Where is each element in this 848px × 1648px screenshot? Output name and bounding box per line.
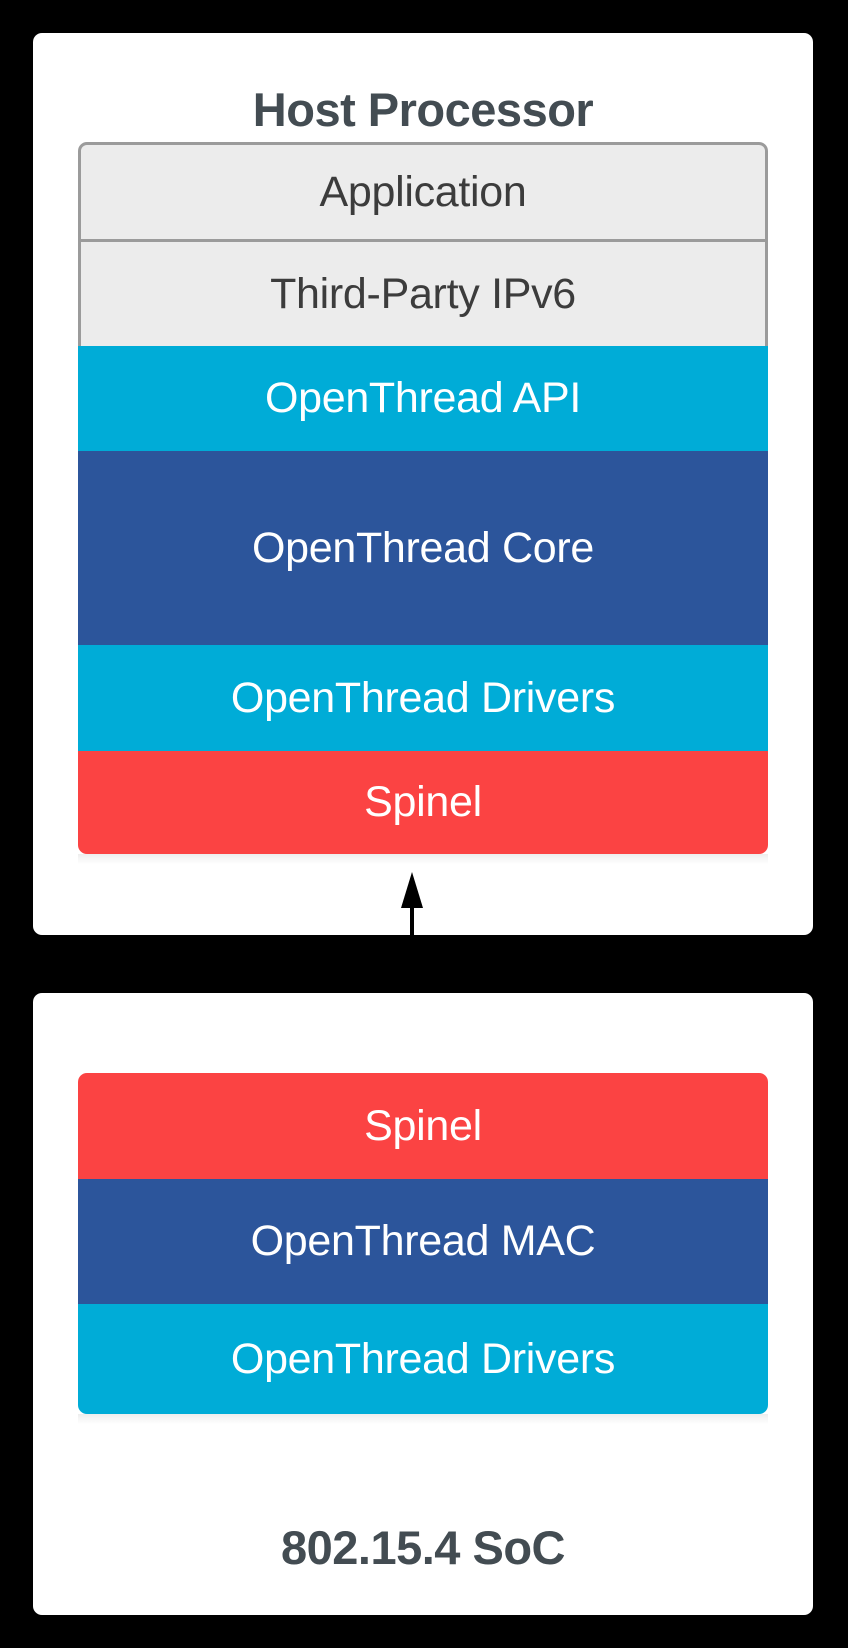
layer-third-party-ipv6: Third-Party IPv6 bbox=[78, 239, 768, 349]
host-layer-stack: Application Third-Party IPv6 OpenThread … bbox=[78, 142, 768, 864]
layer-spinel-host: Spinel bbox=[78, 751, 768, 864]
layer-openthread-mac: OpenThread MAC bbox=[78, 1179, 768, 1304]
soc-title: 802.15.4 SoC bbox=[280, 1521, 566, 1574]
layer-label: OpenThread Core bbox=[251, 523, 595, 572]
layer-openthread-api: OpenThread API bbox=[78, 346, 768, 451]
layer-label: Spinel bbox=[364, 778, 482, 826]
layer-label: OpenThread API bbox=[264, 374, 582, 422]
layer-label: OpenThread MAC bbox=[250, 1217, 596, 1265]
layer-openthread-core: OpenThread Core bbox=[78, 451, 768, 645]
layer-label: Application bbox=[319, 167, 527, 216]
layer-label: OpenThread Drivers bbox=[230, 1334, 616, 1383]
host-processor-panel: Host Processor Application Third-Party I… bbox=[33, 33, 813, 935]
layer-application: Application bbox=[78, 142, 768, 242]
soc-panel: Spinel OpenThread MAC OpenThread Drivers… bbox=[33, 993, 813, 1615]
layer-label: Spinel bbox=[364, 1101, 482, 1150]
host-processor-title: Host Processor bbox=[252, 83, 594, 136]
layer-openthread-drivers: OpenThread Drivers bbox=[78, 645, 768, 751]
layer-label: OpenThread Drivers bbox=[230, 673, 616, 722]
layer-spinel-soc: Spinel bbox=[78, 1073, 768, 1179]
soc-layer-stack: Spinel OpenThread MAC OpenThread Drivers bbox=[78, 1073, 768, 1424]
layer-openthread-drivers-soc: OpenThread Drivers bbox=[78, 1304, 768, 1424]
layer-label: Third-Party IPv6 bbox=[270, 269, 576, 318]
